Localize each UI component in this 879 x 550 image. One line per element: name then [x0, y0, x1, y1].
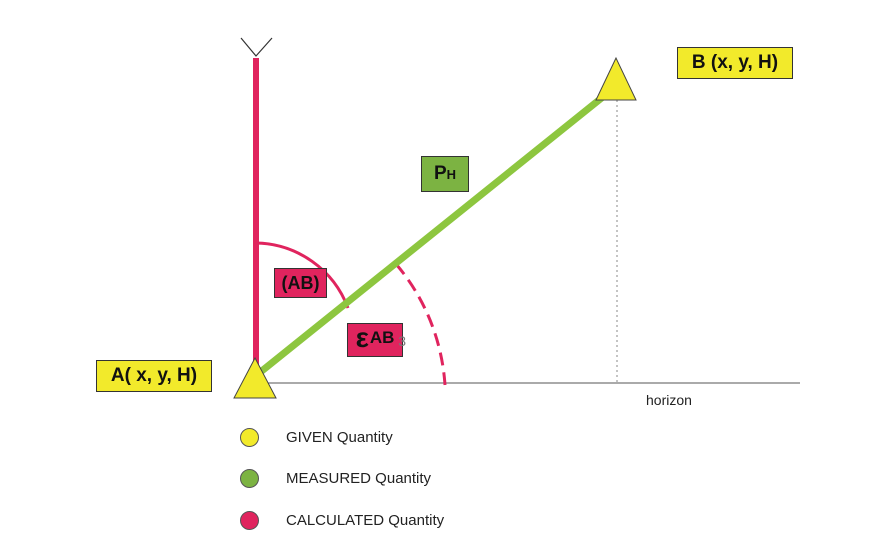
point-a-triangle	[233, 356, 277, 399]
distance-line-ab	[254, 88, 613, 378]
distance-label-main: P	[433, 163, 447, 184]
legend-label: MEASURED Quantity	[286, 470, 432, 487]
north-arrow-icon	[240, 37, 273, 57]
point-b-triangle	[595, 56, 637, 101]
point-a-label: A( x, y, H)	[96, 360, 212, 392]
point-b-label: B (x, y, H)	[677, 47, 793, 79]
legend-item-measured: MEASURED Quantity	[240, 469, 431, 488]
calculated-dot-icon	[240, 511, 259, 530]
horizon-label: horizon	[646, 392, 692, 408]
elevation-trailing-mark: 3	[398, 333, 406, 349]
elevation-subscript: AB	[369, 328, 395, 347]
legend-item-calculated: CALCULATED Quantity	[240, 511, 444, 530]
azimuth-label: (AB)	[274, 268, 327, 298]
given-dot-icon	[240, 428, 259, 447]
azimuth-arc	[255, 241, 350, 309]
legend-item-given: GIVEN Quantity	[240, 428, 393, 447]
distance-label-sub: H	[446, 167, 457, 182]
elevation-symbol: ε	[355, 322, 369, 353]
measured-dot-icon	[240, 469, 259, 488]
legend-label: CALCULATED Quantity	[286, 512, 445, 529]
elevation-arc	[394, 263, 447, 386]
legend-label: GIVEN Quantity	[286, 429, 393, 446]
